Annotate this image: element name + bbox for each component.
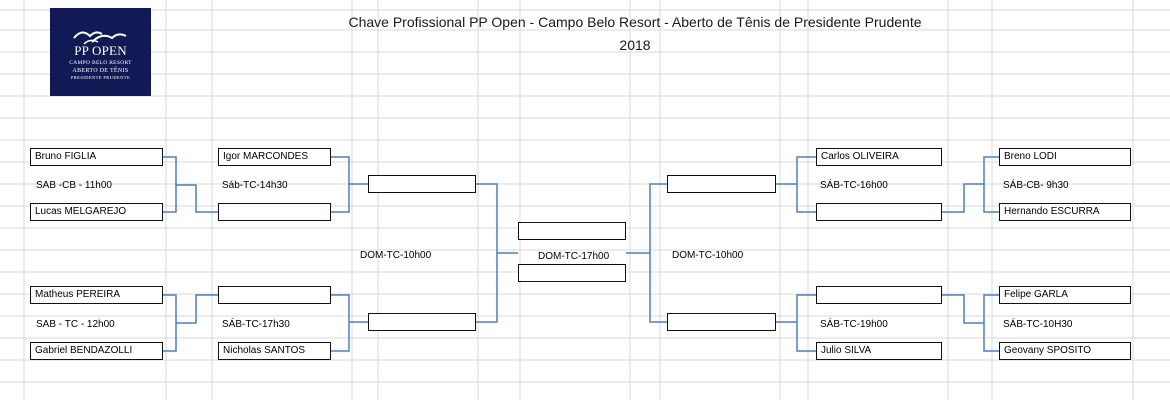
bracket-connector bbox=[796, 156, 816, 213]
player-box-r3-top[interactable] bbox=[667, 175, 776, 193]
bracket-connector bbox=[649, 183, 667, 323]
match-schedule-r2-m1: SÁB-TC-16h00 bbox=[820, 180, 888, 191]
final-box-bottom[interactable] bbox=[518, 264, 626, 282]
bracket-connector bbox=[796, 294, 816, 352]
bracket-connector bbox=[163, 156, 177, 213]
bracket-connector bbox=[983, 156, 999, 213]
player-box-l1-m1-top[interactable]: Bruno FIGLIA bbox=[30, 148, 163, 166]
match-schedule-r1-m2: SÁB-TC-10H30 bbox=[1003, 319, 1073, 330]
player-box-l2-m2-bottom[interactable]: Nicholas SANTOS bbox=[218, 342, 331, 360]
player-box-l1-m2-bottom[interactable]: Gabriel BENDAZOLLI bbox=[30, 342, 163, 360]
player-box-l1-m2-top[interactable]: Matheus PEREIRA bbox=[30, 286, 163, 304]
birds-icon bbox=[73, 31, 127, 45]
player-box-r3-bottom[interactable] bbox=[667, 313, 776, 331]
bracket-connector bbox=[163, 294, 177, 352]
final-box-top[interactable] bbox=[518, 222, 626, 240]
match-schedule-l2-m1: Sáb-TC-14h30 bbox=[222, 180, 288, 191]
player-box-r1-m2-bottom[interactable]: Geovany SPOSITO bbox=[999, 342, 1131, 360]
match-schedule-l1-m1: SAB -CB - 11h00 bbox=[36, 180, 112, 191]
player-box-r2-m1-top[interactable]: Carlos OLIVEIRA bbox=[816, 148, 942, 166]
bracket-connector bbox=[942, 294, 984, 324]
bracket-connector bbox=[983, 294, 999, 352]
logo-city: PRESIDENTE PRUDENTE bbox=[70, 75, 131, 80]
logo-tagline: ABERTO DE TÊNIS bbox=[72, 68, 129, 74]
page-year: 2018 bbox=[619, 37, 651, 53]
player-box-l2-m1-bottom[interactable] bbox=[218, 203, 331, 221]
player-box-r1-m1-top[interactable]: Breno LODI bbox=[999, 148, 1131, 166]
logo-subtitle: CAMPO BELO RESORT bbox=[69, 60, 132, 66]
player-box-l1-m1-bottom[interactable]: Lucas MELGAREJO bbox=[30, 203, 163, 221]
pp-open-logo: PP OPEN CAMPO BELO RESORT ABERTO DE TÊNI… bbox=[50, 8, 151, 96]
bracket-connector bbox=[176, 184, 218, 213]
bracket-connector bbox=[476, 183, 498, 323]
player-box-r2-m2-bottom[interactable]: Julio SILVA bbox=[816, 342, 942, 360]
bracket-connector bbox=[176, 294, 218, 324]
match-schedule-l3: DOM-TC-10h00 bbox=[360, 250, 432, 261]
match-schedule-r2-m2: SÁB-TC-19h00 bbox=[820, 319, 888, 330]
player-box-r2-m1-bottom[interactable] bbox=[816, 203, 942, 221]
bracket-connector bbox=[331, 294, 350, 352]
player-box-l3-top[interactable] bbox=[368, 175, 476, 193]
match-schedule-l2-m2: SÁB-TC-17h30 bbox=[222, 319, 290, 330]
player-box-l2-m1-top[interactable]: Igor MARCONDES bbox=[218, 148, 331, 166]
player-box-r2-m2-top[interactable] bbox=[816, 286, 942, 304]
final-schedule: DOM-TC-17h00 bbox=[538, 251, 610, 262]
match-schedule-r1-m1: SÁB-CB- 9h30 bbox=[1003, 180, 1069, 191]
logo-title: PP OPEN bbox=[74, 43, 127, 58]
player-box-l3-bottom[interactable] bbox=[368, 313, 476, 331]
bracket-connector bbox=[942, 183, 984, 213]
match-schedule-r3: DOM-TC-10h00 bbox=[672, 250, 744, 261]
player-box-r1-m2-top[interactable]: Felipe GARLA bbox=[999, 286, 1131, 304]
player-box-l2-m2-top[interactable] bbox=[218, 286, 331, 304]
page-title: Chave Profissional PP Open - Campo Belo … bbox=[348, 14, 922, 30]
bracket-connector bbox=[331, 156, 350, 213]
match-schedule-l1-m2: SAB - TC - 12h00 bbox=[36, 319, 115, 330]
player-box-r1-m1-bottom[interactable]: Hernando ESCURRA bbox=[999, 203, 1131, 221]
